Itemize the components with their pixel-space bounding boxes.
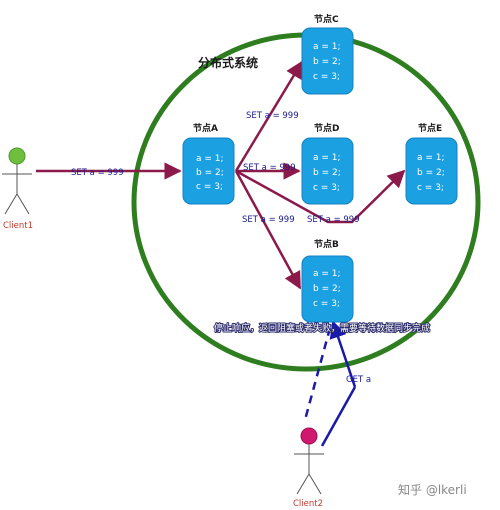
client1-head [8, 147, 26, 165]
node-B-title: 节点B [314, 238, 339, 250]
client2-leg-left [296, 473, 310, 495]
node-A-line-1: a = 1; [196, 154, 224, 164]
node-B-line-3: c = 3; [313, 299, 340, 309]
node-D-box [301, 137, 354, 205]
node-D-title: 节点D [314, 122, 339, 134]
node-D: 节点D a = 1; b = 2; c = 3; [301, 122, 354, 205]
stop-response-message: 停止响应，返回阻塞或者失败，需要等待数据同步完成 [214, 322, 430, 334]
label-A-to-D: SET a = 999 [243, 163, 296, 173]
node-A: 节点A a = 1; b = 2; c = 3; [182, 122, 235, 205]
label-client1-to-A: SET a = 999 [71, 168, 124, 178]
client2-head [300, 427, 318, 445]
client1-leg-right [16, 193, 30, 215]
node-E-title: 节点E [418, 122, 442, 134]
node-C-title: 节点C [314, 13, 339, 25]
edge-B-to-client2-dashed [303, 327, 332, 421]
client2-leg-right [308, 473, 322, 495]
edge-A-to-E [235, 169, 406, 224]
system-title: 分布式系统 [198, 55, 258, 70]
client1-actor [2, 147, 32, 215]
node-D-line-1: a = 1; [313, 153, 341, 163]
node-E: 节点E a = 1; b = 2; c = 3; [405, 122, 458, 205]
node-E-line-1: a = 1; [417, 153, 445, 163]
node-B: 节点B a = 1; b = 2; c = 3; [301, 238, 354, 323]
edge-A-to-C [234, 60, 304, 172]
edge-client2-to-B-get [320, 386, 357, 447]
label-A-to-C: SET a = 999 [246, 111, 299, 121]
node-C-line-2: b = 2; [313, 57, 341, 67]
client1-label: Client1 [3, 221, 33, 231]
client2-label: Client2 [293, 499, 323, 509]
label-A-to-E: SET a = 999 [307, 215, 360, 225]
node-C-line-1: a = 1; [313, 42, 341, 52]
node-A-title: 节点A [193, 122, 218, 134]
node-A-line-2: b = 2; [196, 168, 224, 178]
node-C: 节点C a = 1; b = 2; c = 3; [301, 13, 354, 95]
stop-response-message-outline: 停止响应，返回阻塞或者失败，需要等待数据同步完成 [214, 322, 430, 334]
node-A-line-3: c = 3; [196, 182, 223, 192]
node-E-line-2: b = 2; [417, 168, 445, 178]
client2-actor [294, 427, 324, 495]
node-D-line-2: b = 2; [313, 168, 341, 178]
node-C-box [301, 27, 354, 95]
client1-leg-left [4, 193, 18, 215]
edge-client2-to-B-get-upper [329, 320, 357, 388]
node-E-box [405, 137, 458, 205]
node-C-line-3: c = 3; [313, 72, 340, 82]
node-B-box [301, 255, 354, 323]
label-client2-to-B: GET a [346, 375, 371, 385]
node-E-line-3: c = 3; [417, 183, 444, 193]
node-A-box [182, 137, 235, 205]
node-D-line-3: c = 3; [313, 183, 340, 193]
label-A-to-B: SET a = 999 [242, 215, 295, 225]
node-B-line-1: a = 1; [313, 269, 341, 279]
node-B-line-2: b = 2; [313, 284, 341, 294]
edge-A-to-B [234, 170, 302, 290]
watermark: 知乎 @lkerli [398, 483, 467, 497]
